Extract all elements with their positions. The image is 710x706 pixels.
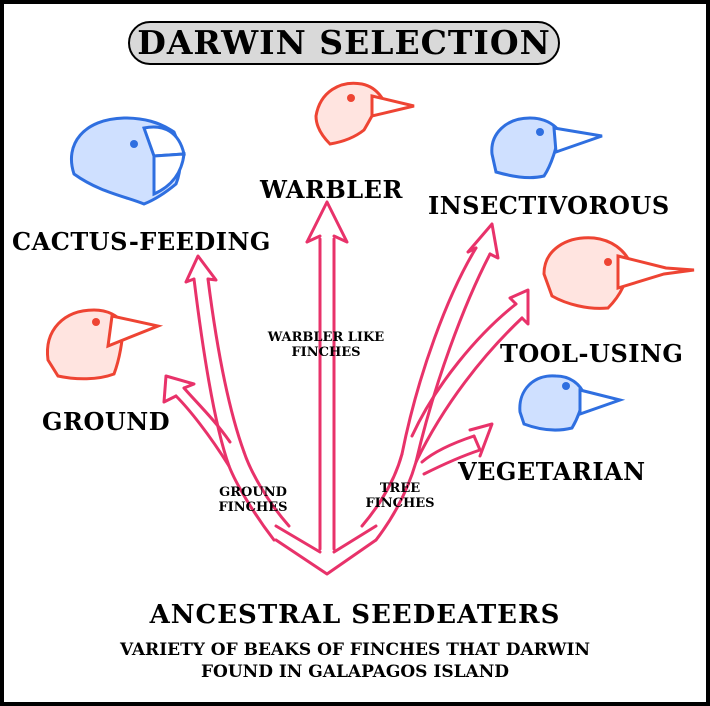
vegetarian-finch-icon xyxy=(518,374,626,432)
cactus-feeding-finch-icon xyxy=(69,116,186,206)
label-ground-finches: GROUND FINCHES xyxy=(218,485,288,515)
label-vegetarian: VEGETARIAN xyxy=(458,457,646,486)
label-warbler-like-finches: WARBLER LIKE FINCHES xyxy=(267,330,385,360)
insectivorous-finch-icon xyxy=(490,116,603,180)
label-ground: GROUND xyxy=(42,407,171,436)
diagram-frame: DARWIN SELECTION xyxy=(4,4,706,702)
label-warbler: WARBLER xyxy=(260,175,403,204)
footer-caption-line2: FOUND IN GALAPAGOS ISLAND xyxy=(200,662,510,682)
diagram-art xyxy=(46,81,695,576)
warbler-arrow xyxy=(274,200,378,576)
label-insectivorous: INSECTIVOROUS xyxy=(428,191,670,220)
tool-using-finch-icon xyxy=(542,236,695,310)
ground-finches-arrow xyxy=(162,254,291,542)
label-tool-using: TOOL-USING xyxy=(500,339,684,368)
warbler-finch-icon xyxy=(314,81,415,146)
footer-caption-line1: VARIETY OF BEAKS OF FINCHES THAT DARWIN xyxy=(120,640,590,660)
tree-finches-arrow xyxy=(360,222,530,542)
ground-finch-icon xyxy=(46,308,164,381)
label-tree-finches: TREE FINCHES xyxy=(365,481,435,511)
page-title: DARWIN SELECTION xyxy=(128,21,560,65)
footer-heading: ANCESTRAL SEEDEATERS xyxy=(149,600,561,630)
label-cactus-feeding: CACTUS-FEEDING xyxy=(12,227,271,256)
